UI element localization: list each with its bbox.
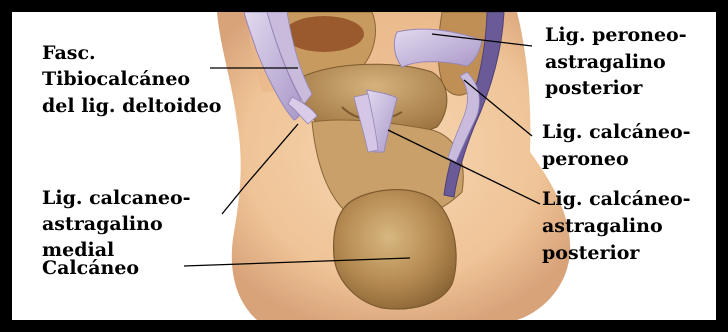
label-lig-calcaneo-astragalino-medial-line2: astragalino xyxy=(42,213,163,236)
label-fasc-line1: Fasc. xyxy=(42,42,96,65)
label-lig-peroneo-astragalino-posterior-line3: posterior xyxy=(545,77,642,100)
figure-panel: Fasc. Tibiocalcáneo del lig. deltoideo L… xyxy=(12,12,716,320)
label-lig-calcaneo-astragalino-medial-line1: Lig. calcaneo- xyxy=(42,187,191,210)
label-lig-calcaneo-astragalino-posterior-line1: Lig. calcáneo- xyxy=(542,188,691,211)
label-lig-calcaneo-peroneo-line1: Lig. calcáneo- xyxy=(542,121,691,144)
label-lig-calcaneo-peroneo-line2: peroneo xyxy=(542,148,629,171)
label-lig-peroneo-astragalino-posterior-line2: astragalino xyxy=(545,51,666,74)
label-fasc-line3: del lig. deltoideo xyxy=(42,95,221,118)
label-lig-calcaneo-astragalino-posterior-line2: astragalino xyxy=(542,215,663,238)
label-lig-calcaneo-astragalino-posterior-line3: posterior xyxy=(542,242,639,265)
label-calcaneo: Calcáneo xyxy=(42,257,139,280)
label-fasc-line2: Tibiocalcáneo xyxy=(42,68,190,91)
calcaneal-tuberosity xyxy=(334,190,457,309)
label-lig-peroneo-astragalino-posterior-line1: Lig. peroneo- xyxy=(545,24,687,47)
tibia-cut xyxy=(284,16,364,52)
